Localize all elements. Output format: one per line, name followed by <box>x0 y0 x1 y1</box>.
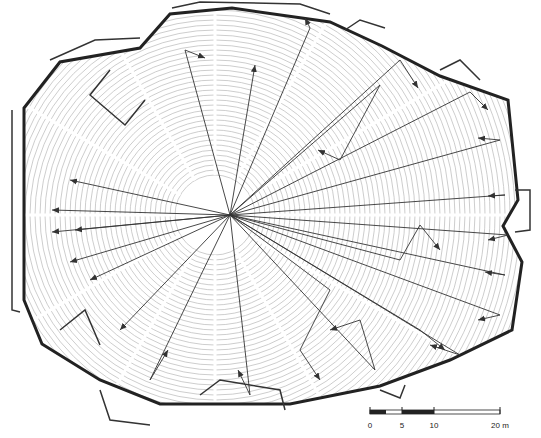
seat-row <box>0 0 485 438</box>
aisle <box>250 45 510 195</box>
aisle <box>235 250 385 438</box>
sound-ray <box>185 50 230 215</box>
seat-row <box>0 0 435 435</box>
aisle <box>45 250 195 438</box>
sound-ray <box>230 18 310 215</box>
seat-row <box>0 0 515 438</box>
seat-row <box>0 0 445 438</box>
aisle <box>0 214 175 217</box>
seat-row <box>0 0 510 438</box>
sound-ray <box>120 215 230 330</box>
annex-walls <box>12 2 530 425</box>
seat-row <box>0 0 520 438</box>
sound-ray <box>230 60 418 215</box>
seat-row <box>0 0 460 438</box>
seat-row <box>0 0 470 438</box>
scale-label: 0 <box>368 421 372 431</box>
scale-label: 10 <box>430 421 439 431</box>
sound-ray <box>230 138 500 215</box>
sound-rays <box>52 18 508 395</box>
sound-ray <box>70 215 230 262</box>
seat-row <box>0 0 450 438</box>
sound-ray <box>150 215 230 380</box>
scale-label: 20 m <box>491 421 509 431</box>
sound-ray <box>230 215 460 355</box>
seat-row <box>0 0 475 438</box>
sound-ray <box>230 85 380 215</box>
sound-ray <box>230 65 255 215</box>
sound-ray <box>75 215 230 230</box>
sound-ray <box>230 215 375 370</box>
seat-row <box>0 0 455 438</box>
aisle <box>255 214 541 217</box>
seat-row <box>0 0 525 438</box>
sound-ray <box>230 215 440 260</box>
aisle <box>250 235 510 385</box>
sound-ray <box>230 215 508 240</box>
sound-ray <box>230 195 505 215</box>
aisle <box>214 255 217 438</box>
aisle <box>0 45 180 195</box>
aisle <box>214 0 217 175</box>
aisle <box>45 0 195 180</box>
sound-ray <box>52 210 230 215</box>
hall-wall <box>24 8 522 404</box>
scale-bar <box>370 407 500 414</box>
seat-row <box>0 0 530 438</box>
seat-row <box>0 0 440 438</box>
sound-ray <box>70 180 230 215</box>
sound-ray <box>52 215 230 232</box>
sound-ray <box>230 215 250 395</box>
sound-ray <box>230 92 488 215</box>
scale-label: 5 <box>400 421 404 431</box>
sound-ray <box>230 215 330 380</box>
seat-row <box>0 0 505 438</box>
seat-row <box>0 0 465 438</box>
sound-ray <box>90 215 230 280</box>
sound-ray <box>230 215 500 320</box>
